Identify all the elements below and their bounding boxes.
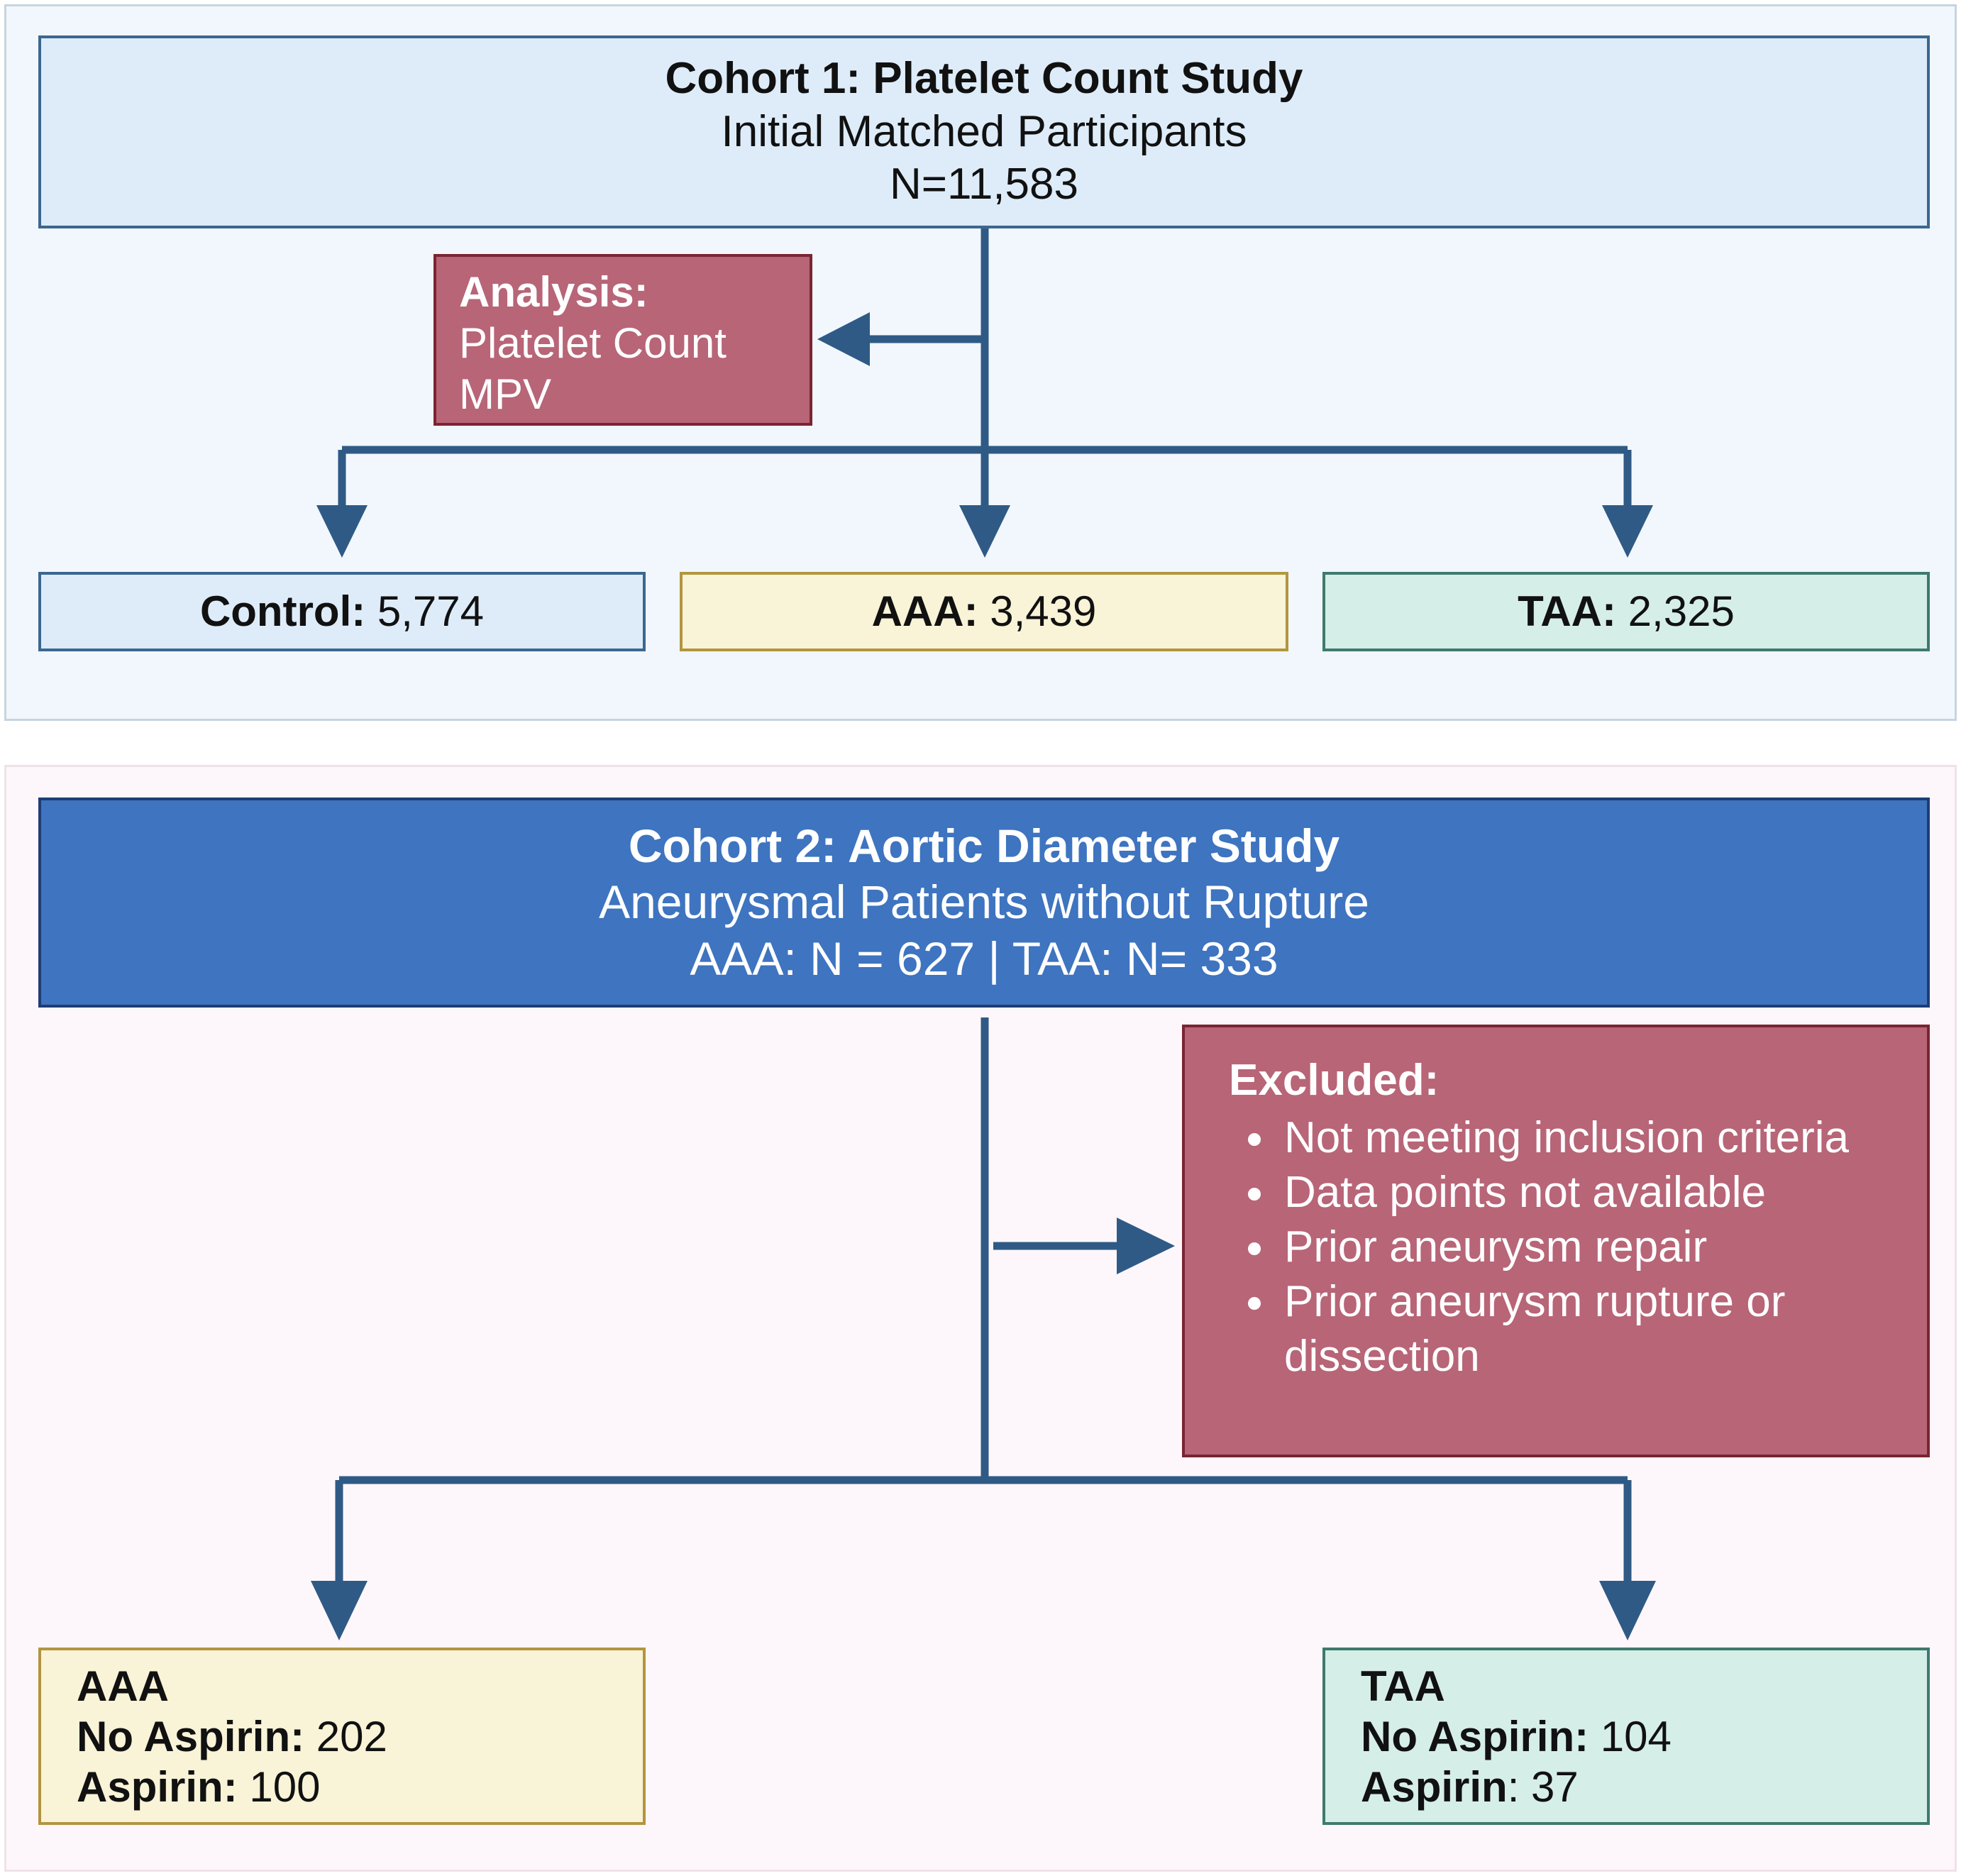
excluded-label: Excluded: <box>1229 1056 1440 1105</box>
taa-label: TAA: <box>1518 587 1616 635</box>
taa-value: 2,325 <box>1628 587 1735 635</box>
aaa-aspirin-value: 100 <box>249 1762 321 1811</box>
c1-control-arrowhead-icon <box>316 505 368 558</box>
c2-taa-arrowhead-icon <box>1599 1581 1656 1640</box>
c2-aaa-arrowhead-icon <box>311 1581 368 1640</box>
control-label: Control: <box>199 587 366 635</box>
analysis-label: Analysis: <box>459 268 648 316</box>
taa-aspirin-label: Aspirin <box>1361 1762 1508 1811</box>
cohort1-header-box: Cohort 1: Platelet Count Study Initial M… <box>38 35 1930 228</box>
cohort2-header-box: Cohort 2: Aortic Diameter Study Aneurysm… <box>38 798 1930 1008</box>
cohort1-subtitle: Initial Matched Participants <box>721 106 1247 156</box>
c1-analysis-arrowhead-icon <box>817 312 870 366</box>
taa-group-name: TAA <box>1361 1662 1445 1710</box>
c2-excluded-arrowhead-icon <box>1117 1218 1175 1274</box>
excluded-list: Not meeting inclusion criteria Data poin… <box>1229 1111 1927 1384</box>
aaa-no-aspirin-label: No Aspirin: <box>77 1712 305 1760</box>
excluded-box: Excluded: Not meeting inclusion criteria… <box>1182 1025 1930 1457</box>
taa-no-aspirin-value: 104 <box>1600 1712 1672 1760</box>
cohort2-subtitle: Aneurysmal Patients without Rupture <box>599 876 1369 929</box>
aaa-label: AAA: <box>871 587 978 635</box>
aaa-group-box: AAA: 3,439 <box>680 572 1288 651</box>
aaa-group-name: AAA <box>77 1662 169 1710</box>
cohort1-title: Cohort 1: Platelet Count Study <box>665 54 1303 104</box>
cohort2-title: Cohort 2: Aortic Diameter Study <box>628 820 1340 873</box>
aaa-no-aspirin-value: 202 <box>316 1712 387 1760</box>
excluded-item: Prior aneurysm repair <box>1278 1220 1927 1275</box>
cohort2-counts: AAA: N = 627 | TAA: N= 333 <box>690 932 1278 985</box>
c1-taa-arrowhead-icon <box>1602 505 1653 558</box>
taa-group-box: TAA: 2,325 <box>1322 572 1930 651</box>
cohort1-count: N=11,583 <box>889 160 1078 209</box>
taa-no-aspirin-label: No Aspirin: <box>1361 1712 1589 1760</box>
control-group-box: Control: 5,774 <box>38 572 646 651</box>
aaa-aspirin-label: Aspirin: <box>77 1762 238 1811</box>
analysis-item-mpv: MPV <box>459 370 552 418</box>
aaa-value: 3,439 <box>990 587 1097 635</box>
excluded-item: Not meeting inclusion criteria <box>1278 1111 1927 1166</box>
analysis-item-platelet-count: Platelet Count <box>459 319 727 367</box>
excluded-item: Prior aneurysm rupture or dissection <box>1278 1275 1927 1384</box>
taa-aspirin-value: : 37 <box>1507 1762 1579 1811</box>
excluded-item: Data points not available <box>1278 1166 1927 1220</box>
aaa-aspirin-box: AAA No Aspirin: 202 Aspirin: 100 <box>38 1648 646 1825</box>
control-value: 5,774 <box>377 587 485 635</box>
c1-aaa-arrowhead-icon <box>959 505 1010 558</box>
taa-aspirin-box: TAA No Aspirin: 104 Aspirin: 37 <box>1322 1648 1930 1825</box>
analysis-box: Analysis: Platelet Count MPV <box>433 254 812 426</box>
